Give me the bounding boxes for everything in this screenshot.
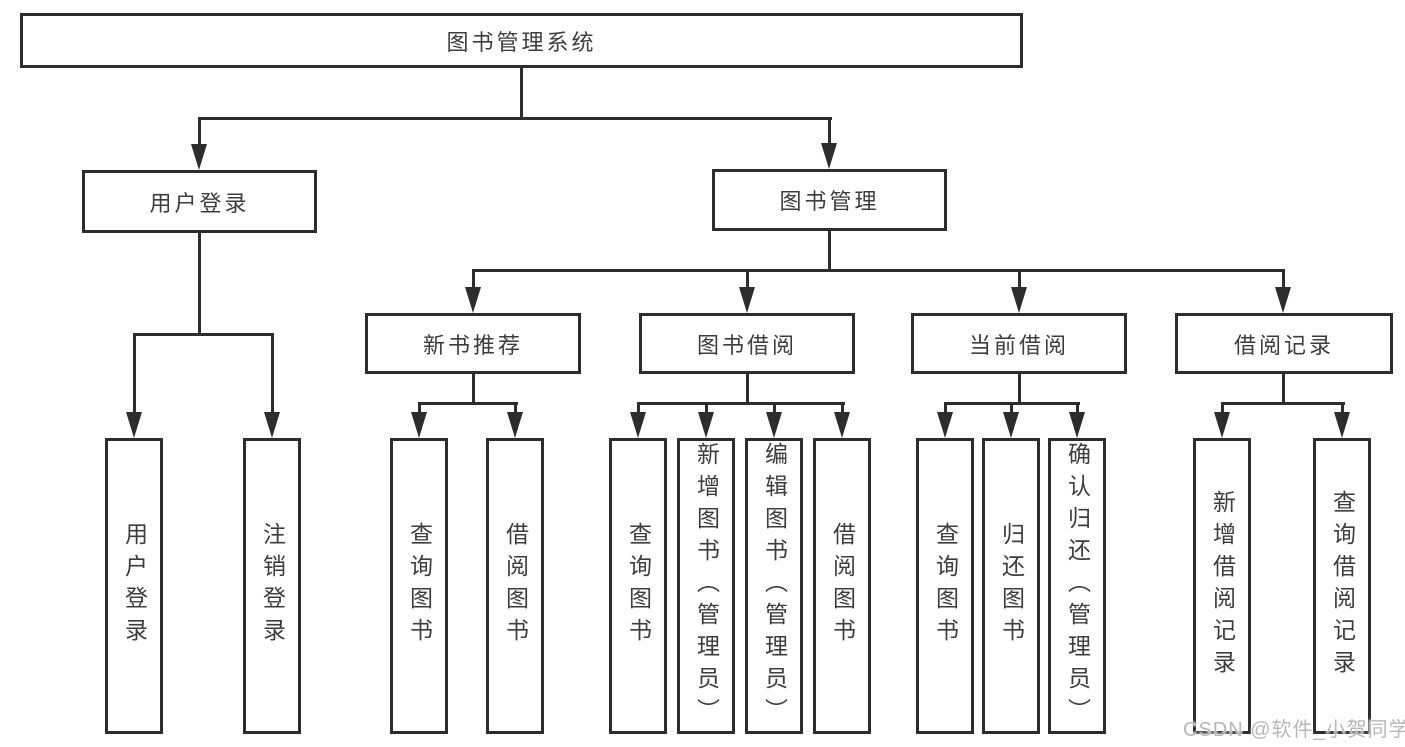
- connector-line: [841, 402, 844, 416]
- connector-line: [1076, 402, 1079, 416]
- node-book-borrowing: 图书借阅: [639, 313, 855, 374]
- leaf-recommend-borrow-books: 借阅图书: [486, 438, 544, 734]
- connector-line: [828, 117, 831, 147]
- connector-line: [472, 374, 475, 405]
- leaf-logout: 注销登录: [243, 438, 301, 734]
- connector-line: [637, 402, 845, 405]
- connector-line: [1282, 269, 1285, 290]
- connector-line: [1010, 402, 1013, 416]
- arrow-down-icon: [937, 412, 953, 438]
- connector-line: [1341, 402, 1344, 416]
- connector-line: [199, 117, 832, 120]
- leaf-borrowing-borrow-books: 借阅图书: [813, 438, 871, 734]
- arrow-down-icon: [834, 412, 850, 438]
- connector-line: [133, 333, 136, 415]
- arrow-down-icon: [698, 412, 714, 438]
- connector-line: [418, 402, 518, 405]
- connector-line: [746, 269, 749, 290]
- leaf-borrowing-query-books: 查询图书: [609, 438, 667, 734]
- connector-line: [418, 402, 421, 416]
- arrow-down-icon: [1275, 287, 1291, 313]
- leaf-borrowing-add-books-admin: 新增图书（管理员）: [677, 438, 735, 734]
- arrow-down-icon: [1011, 287, 1027, 313]
- connector-line: [944, 402, 947, 416]
- connector-line: [746, 374, 749, 405]
- connector-line: [1221, 402, 1224, 416]
- arrow-down-icon: [1069, 412, 1085, 438]
- leaf-records-add-record: 新增借阅记录: [1193, 438, 1251, 734]
- leaf-records-query-record: 查询借阅记录: [1313, 438, 1371, 734]
- leaf-recommend-query-books: 查询图书: [390, 438, 448, 734]
- leaf-current-query-books: 查询图书: [916, 438, 974, 734]
- connector-line: [472, 269, 475, 290]
- node-book-management: 图书管理: [712, 169, 947, 231]
- node-user-login: 用户登录: [82, 170, 317, 233]
- arrow-down-icon: [766, 412, 782, 438]
- arrow-down-icon: [1214, 412, 1230, 438]
- connector-line: [1018, 374, 1021, 405]
- connector-line: [1221, 402, 1345, 405]
- node-new-book-recommend: 新书推荐: [365, 313, 581, 374]
- connector-line: [828, 231, 831, 272]
- arrow-down-icon: [264, 412, 280, 438]
- connector-line: [1018, 269, 1021, 290]
- arrow-down-icon: [465, 287, 481, 313]
- arrow-down-icon: [191, 144, 207, 170]
- arrow-down-icon: [739, 287, 755, 313]
- connector-line: [198, 233, 201, 336]
- arrow-down-icon: [630, 412, 646, 438]
- connector-line: [198, 117, 201, 148]
- arrow-down-icon: [126, 412, 142, 438]
- csdn-watermark: CSDN @软件_小贺同学: [1183, 719, 1405, 741]
- leaf-borrowing-edit-books-admin: 编辑图书（管理员）: [745, 438, 803, 734]
- connector-line: [773, 402, 776, 416]
- connector-line: [271, 333, 274, 415]
- arrow-down-icon: [821, 143, 837, 169]
- connector-line: [1282, 374, 1285, 405]
- connector-line: [705, 402, 708, 416]
- connector-line: [472, 269, 1285, 272]
- node-borrowing-records: 借阅记录: [1175, 313, 1393, 374]
- arrow-down-icon: [411, 412, 427, 438]
- arrow-down-icon: [1334, 412, 1350, 438]
- leaf-user-login: 用户登录: [105, 438, 163, 734]
- connector-line: [133, 333, 274, 336]
- leaf-current-return-books: 归还图书: [982, 438, 1040, 734]
- leaf-current-confirm-return-admin: 确认归还（管理员）: [1048, 438, 1106, 734]
- arrow-down-icon: [1003, 412, 1019, 438]
- connector-line: [520, 68, 523, 120]
- node-library-management-system: 图书管理系统: [20, 13, 1023, 68]
- arrow-down-icon: [507, 412, 523, 438]
- connector-line: [637, 402, 640, 416]
- node-current-borrowing: 当前借阅: [911, 313, 1127, 374]
- connector-line: [514, 402, 517, 416]
